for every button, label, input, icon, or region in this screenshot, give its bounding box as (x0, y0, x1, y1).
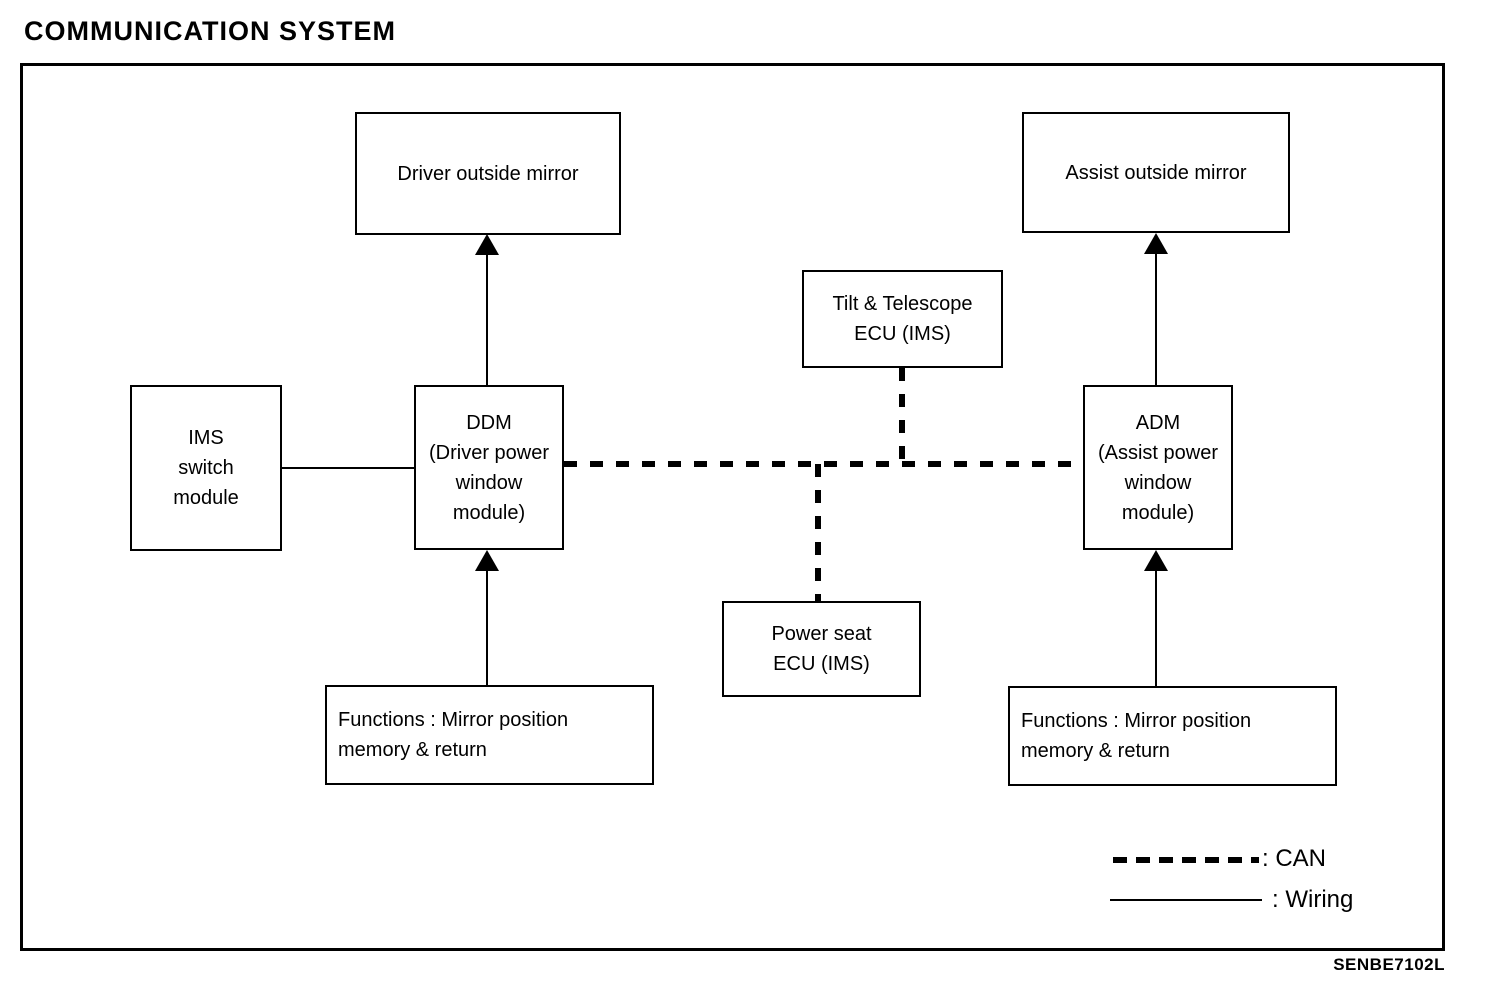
node-label-line: module) (1121, 501, 1195, 524)
node-label-line: ECU (IMS) (773, 653, 870, 675)
node-label-line: memory & return (1021, 740, 1170, 762)
node-tilt-telescope-ecu: Tilt & Telescope ECU (IMS) (802, 270, 1003, 368)
wiring-line-ims-switch-to-ddm (282, 467, 414, 469)
node-label-line: (Assist power (1097, 441, 1219, 464)
node-label-line: switch (178, 457, 234, 479)
node-label-line: DDM (466, 411, 512, 434)
wiring-line-functions-to-adm (1155, 568, 1157, 686)
node-assist-outside-mirror: Assist outside mirror (1022, 112, 1290, 233)
node-ims-switch-module: IMS switch module (130, 385, 282, 551)
can-line-power-seat-ecu-to-bus (815, 464, 821, 601)
arrowhead-up-icon (475, 234, 499, 255)
node-label-line: Functions : Mirror position (1021, 710, 1252, 732)
node-label-line: ADM (1135, 411, 1181, 434)
node-label: Driver outside mirror (397, 162, 579, 185)
wiring-line-adm-to-assist-mirror (1155, 252, 1157, 385)
page-title: COMMUNICATION SYSTEM (24, 16, 396, 46)
can-bus-line-ddm-to-adm (564, 461, 1083, 467)
arrowhead-up-icon (475, 550, 499, 571)
legend-wiring-line-sample (1110, 899, 1262, 901)
node-label: Assist outside mirror (1065, 161, 1247, 184)
arrowhead-up-icon (1144, 550, 1168, 571)
node-power-seat-ecu: Power seat ECU (IMS) (722, 601, 921, 697)
node-label-line: window (455, 471, 523, 494)
can-line-tilt-ecu-to-bus (899, 368, 905, 464)
node-label-line: Tilt & Telescope (832, 293, 973, 315)
node-label-line: IMS (188, 427, 224, 449)
node-label-line: module (173, 487, 239, 509)
arrowhead-up-icon (1144, 233, 1168, 254)
node-label-line: ECU (IMS) (854, 323, 951, 345)
node-label-line: memory & return (338, 739, 487, 761)
node-ddm-driver-power-window-module: DDM (Driver power window module) (414, 385, 564, 550)
node-driver-outside-mirror: Driver outside mirror (355, 112, 621, 235)
node-functions-driver-mirror-memory: Functions : Mirror position memory & ret… (325, 685, 654, 785)
node-label-line: Functions : Mirror position (338, 709, 569, 731)
node-label-line: Power seat (771, 623, 872, 645)
legend-can-label: : CAN (1262, 845, 1327, 872)
node-label-line: (Driver power (428, 441, 550, 464)
node-label-line: module) (452, 501, 526, 524)
node-adm-assist-power-window-module: ADM (Assist power window module) (1083, 385, 1233, 550)
figure-code: SENBE7102L (1333, 955, 1445, 974)
legend-wiring-label: : Wiring (1272, 886, 1354, 913)
node-label-line: window (1124, 471, 1192, 494)
wiring-line-functions-to-ddm (486, 568, 488, 685)
wiring-line-ddm-to-driver-mirror (486, 253, 488, 385)
node-functions-assist-mirror-memory: Functions : Mirror position memory & ret… (1008, 686, 1337, 786)
legend-can-line-sample (1113, 857, 1259, 863)
